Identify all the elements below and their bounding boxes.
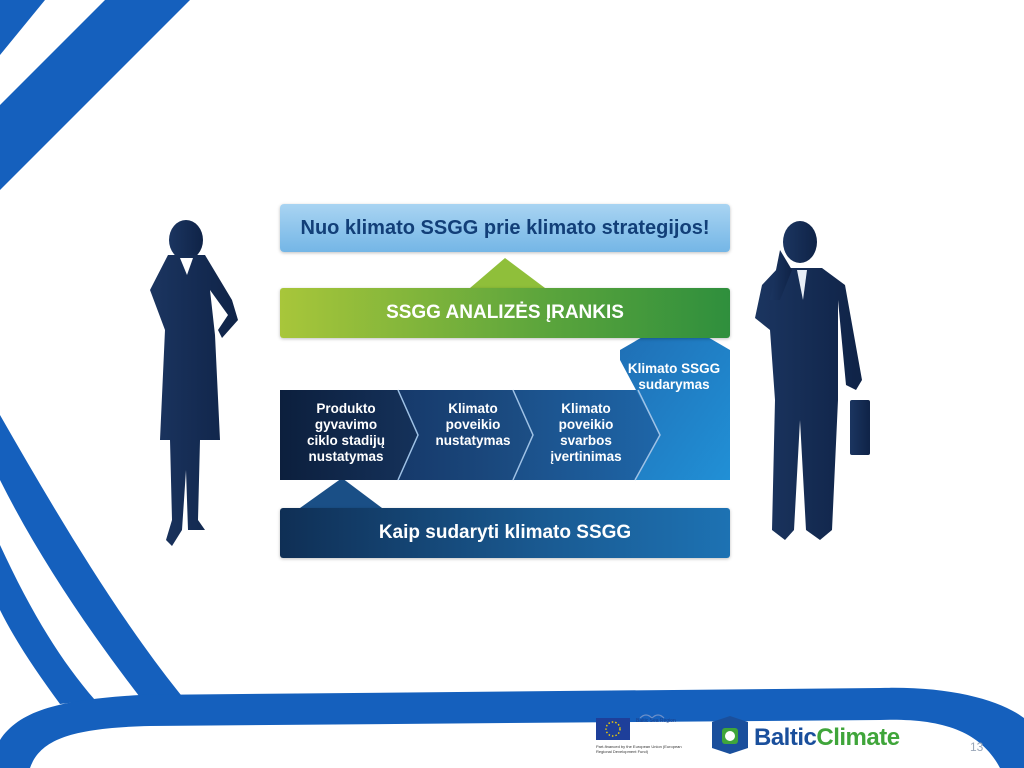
title-banner: Nuo klimato SSGG prie klimato strategijo… <box>280 204 730 252</box>
page-number: 13 <box>970 740 984 754</box>
baltic-climate-logo: BalticClimate <box>754 724 900 752</box>
baltic-sea-region-text: Baltic Sea Region <box>636 718 676 724</box>
baltic-climate-logo-part1: Baltic <box>754 724 817 751</box>
step-1-label: Produkto gyvavimo ciklo stadijų nustatym… <box>306 401 386 464</box>
top-left-stripes <box>0 0 190 190</box>
process-chevrons <box>280 318 730 481</box>
step-4-shape <box>620 318 730 480</box>
man-silhouette <box>755 221 870 540</box>
baltic-sea-region-mark <box>639 714 665 719</box>
eu-flag <box>596 718 630 740</box>
bottom-pointer <box>300 478 382 508</box>
step-4-label: Klimato SSGG sudarymas <box>627 361 721 392</box>
how-to-create-swot-banner: Kaip sudaryti klimato SSGG <box>280 508 730 558</box>
woman-silhouette <box>150 220 238 546</box>
step-3-label: Klimato poveikio svarbos įvertinimas <box>550 401 622 464</box>
baltic-climate-logo-part2: Climate <box>816 724 900 751</box>
title-text: Nuo klimato SSGG prie klimato strategijo… <box>300 216 710 239</box>
step-2-label: Klimato poveikio nustatymas <box>435 401 511 448</box>
how-to-create-swot-text: Kaip sudaryti klimato SSGG <box>378 522 632 543</box>
bottom-frame <box>0 687 1024 768</box>
swot-analysis-tool-text: SSGG ANALIZĖS ĮRANKIS <box>386 302 624 323</box>
step-2-shape <box>398 390 535 480</box>
left-lower-stripes <box>0 415 185 710</box>
step-3-shape <box>513 390 660 480</box>
eu-financing-text: Part-financed by the European Union (Eur… <box>596 744 682 754</box>
footer-logo-marks <box>596 714 748 754</box>
swot-analysis-tool-banner: SSGG ANALIZĖS ĮRANKIS <box>280 288 730 338</box>
title-pointer <box>470 258 545 288</box>
step-1-shape <box>280 390 420 480</box>
